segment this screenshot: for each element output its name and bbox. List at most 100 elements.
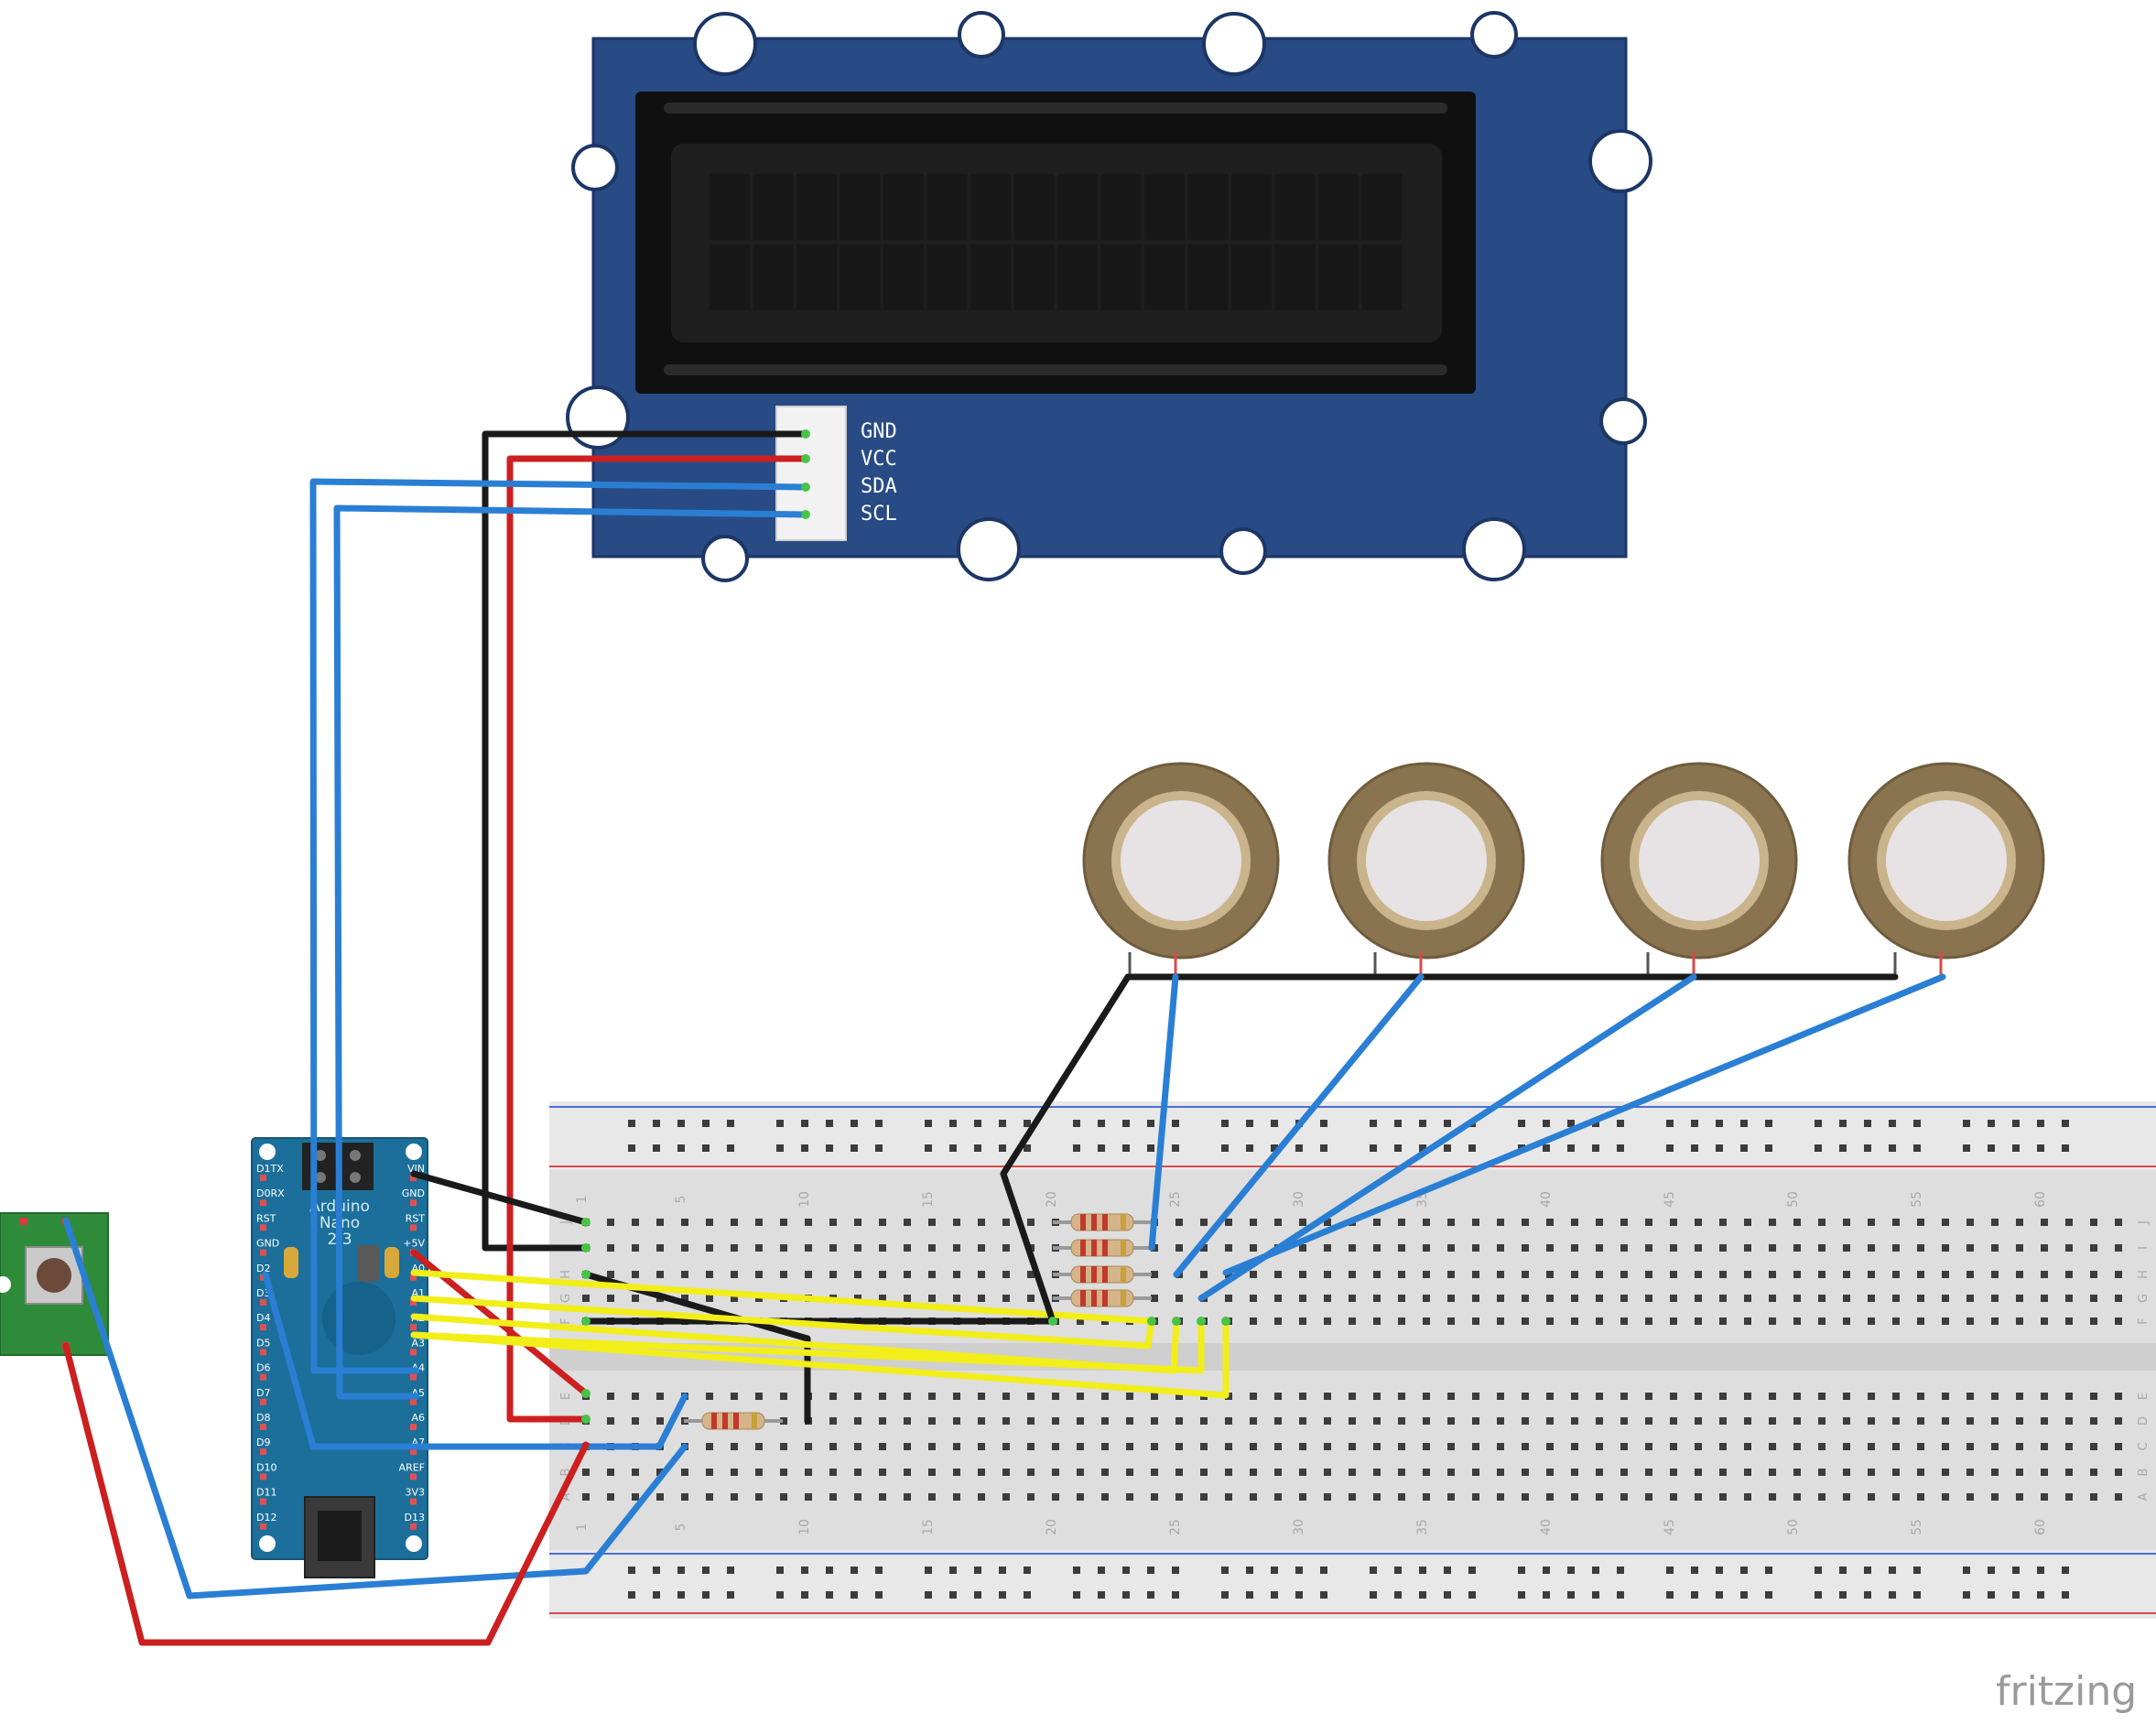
breadboard-hole [632,1417,639,1425]
breadboard-hole [879,1443,886,1450]
breadboard-hole [1472,1393,1479,1400]
rail-hole [1320,1144,1327,1152]
breadboard-hole [1769,1295,1776,1302]
resistor-band [1080,1290,1086,1307]
breadboard-hole [1176,1417,1183,1425]
breadboard-hole [1917,1469,1924,1476]
breadboard-hole [1126,1417,1133,1425]
breadboard-hole [632,1271,639,1278]
breadboard-hole [1868,1317,1875,1325]
breadboard-hole [681,1469,688,1476]
breadboard-hole [755,1443,763,1450]
resistor-band [711,1413,717,1429]
breadboard-hole [1250,1271,1257,1278]
row-letter: I [2137,1246,2151,1250]
nano-pin-pad [410,1424,417,1430]
breadboard-hole [805,1271,812,1278]
rail-hole [999,1567,1006,1574]
rail-hole [1394,1567,1402,1574]
rail-hole [2037,1567,2044,1574]
breadboard-hole [1645,1219,1652,1226]
breadboard-hole [1645,1271,1652,1278]
rail-hole [1617,1144,1624,1152]
wire-black [482,430,809,1252]
breadboard-hole [1447,1271,1455,1278]
breadboard-hole [1917,1295,1924,1302]
breadboard-hole [1324,1317,1331,1325]
breadboard-hole [1027,1393,1035,1400]
breadboard-hole [1002,1493,1010,1501]
breadboard-hole [1769,1219,1776,1226]
breadboard-hole [1373,1393,1381,1400]
breadboard-hole [2090,1317,2097,1325]
breadboard-hole [1472,1469,1479,1476]
rail-hole [1666,1144,1674,1152]
breadboard-hole [1225,1443,1232,1450]
rail-hole [1221,1591,1229,1599]
breadboard-hole [1596,1393,1603,1400]
breadboard-hole [1793,1417,1801,1425]
rail-hole [999,1144,1006,1152]
breadboard-hole [904,1295,911,1302]
breadboard-hole [1695,1244,1702,1252]
nano-pin-pad [410,1274,417,1281]
resistor-band [1080,1240,1086,1256]
breadboard-hole [854,1493,861,1501]
breadboard-hole [2065,1469,2073,1476]
breadboard-hole [1522,1417,1529,1425]
breadboard-hole [953,1244,960,1252]
breadboard-hole [1571,1295,1578,1302]
breadboard-hole [1423,1219,1430,1226]
breadboard-hole [1176,1443,1183,1450]
breadboard-hole [2041,1393,2048,1400]
breadboard-hole [953,1417,960,1425]
rail-hole [1444,1144,1451,1152]
breadboard-hole [1447,1443,1455,1450]
resistor-band [722,1413,728,1429]
breadboard-hole [1250,1244,1257,1252]
breadboard-hole [1645,1317,1652,1325]
breadboard-hole [632,1244,639,1252]
breadboard-hole [2065,1271,2073,1278]
breadboard-hole [706,1244,713,1252]
breadboard-hole [1423,1393,1430,1400]
rail-hole [1691,1144,1698,1152]
column-number: 55 [1910,1191,1924,1208]
piezo-ceramic [1366,800,1487,921]
rail-hole [1913,1144,1921,1152]
nano-crystal [385,1247,399,1278]
nano-pin-label: RST [406,1212,426,1224]
rail-hole [1098,1144,1105,1152]
rail-hole [628,1120,635,1127]
breadboard-hole [1571,1271,1578,1278]
rail-hole [2012,1144,2020,1152]
rail-hole [2037,1144,2044,1152]
nano-pin-label: GND [402,1187,425,1199]
lcd-cell [840,174,881,240]
nano-crystal [284,1247,298,1278]
breadboard-hole [1818,1244,1826,1252]
rail-hole [925,1120,932,1127]
rail-hole [850,1120,858,1127]
breadboard-hole [780,1393,787,1400]
lcd-pin-label: VCC [861,448,897,471]
rail-hole [1172,1120,1179,1127]
rail-hole [1889,1144,1896,1152]
wire-blue [1222,973,1946,1276]
nano-pin-label: AREF [399,1461,425,1473]
rail-hole [1913,1567,1921,1574]
resistor-band [1102,1240,1108,1256]
breadboard-hole [1324,1393,1331,1400]
rail-hole [1221,1120,1229,1127]
rail-hole [974,1591,981,1599]
nano-pin-label: D5 [256,1337,270,1349]
column-number: 40 [1539,1191,1554,1208]
lcd-cell [883,174,924,240]
breadboard-hole [1447,1219,1455,1226]
breadboard-hole [2041,1244,2048,1252]
breadboard-hole [1349,1469,1356,1476]
breadboard-hole [2115,1219,2122,1226]
breadboard-hole [1497,1219,1504,1226]
breadboard-hole [879,1244,886,1252]
